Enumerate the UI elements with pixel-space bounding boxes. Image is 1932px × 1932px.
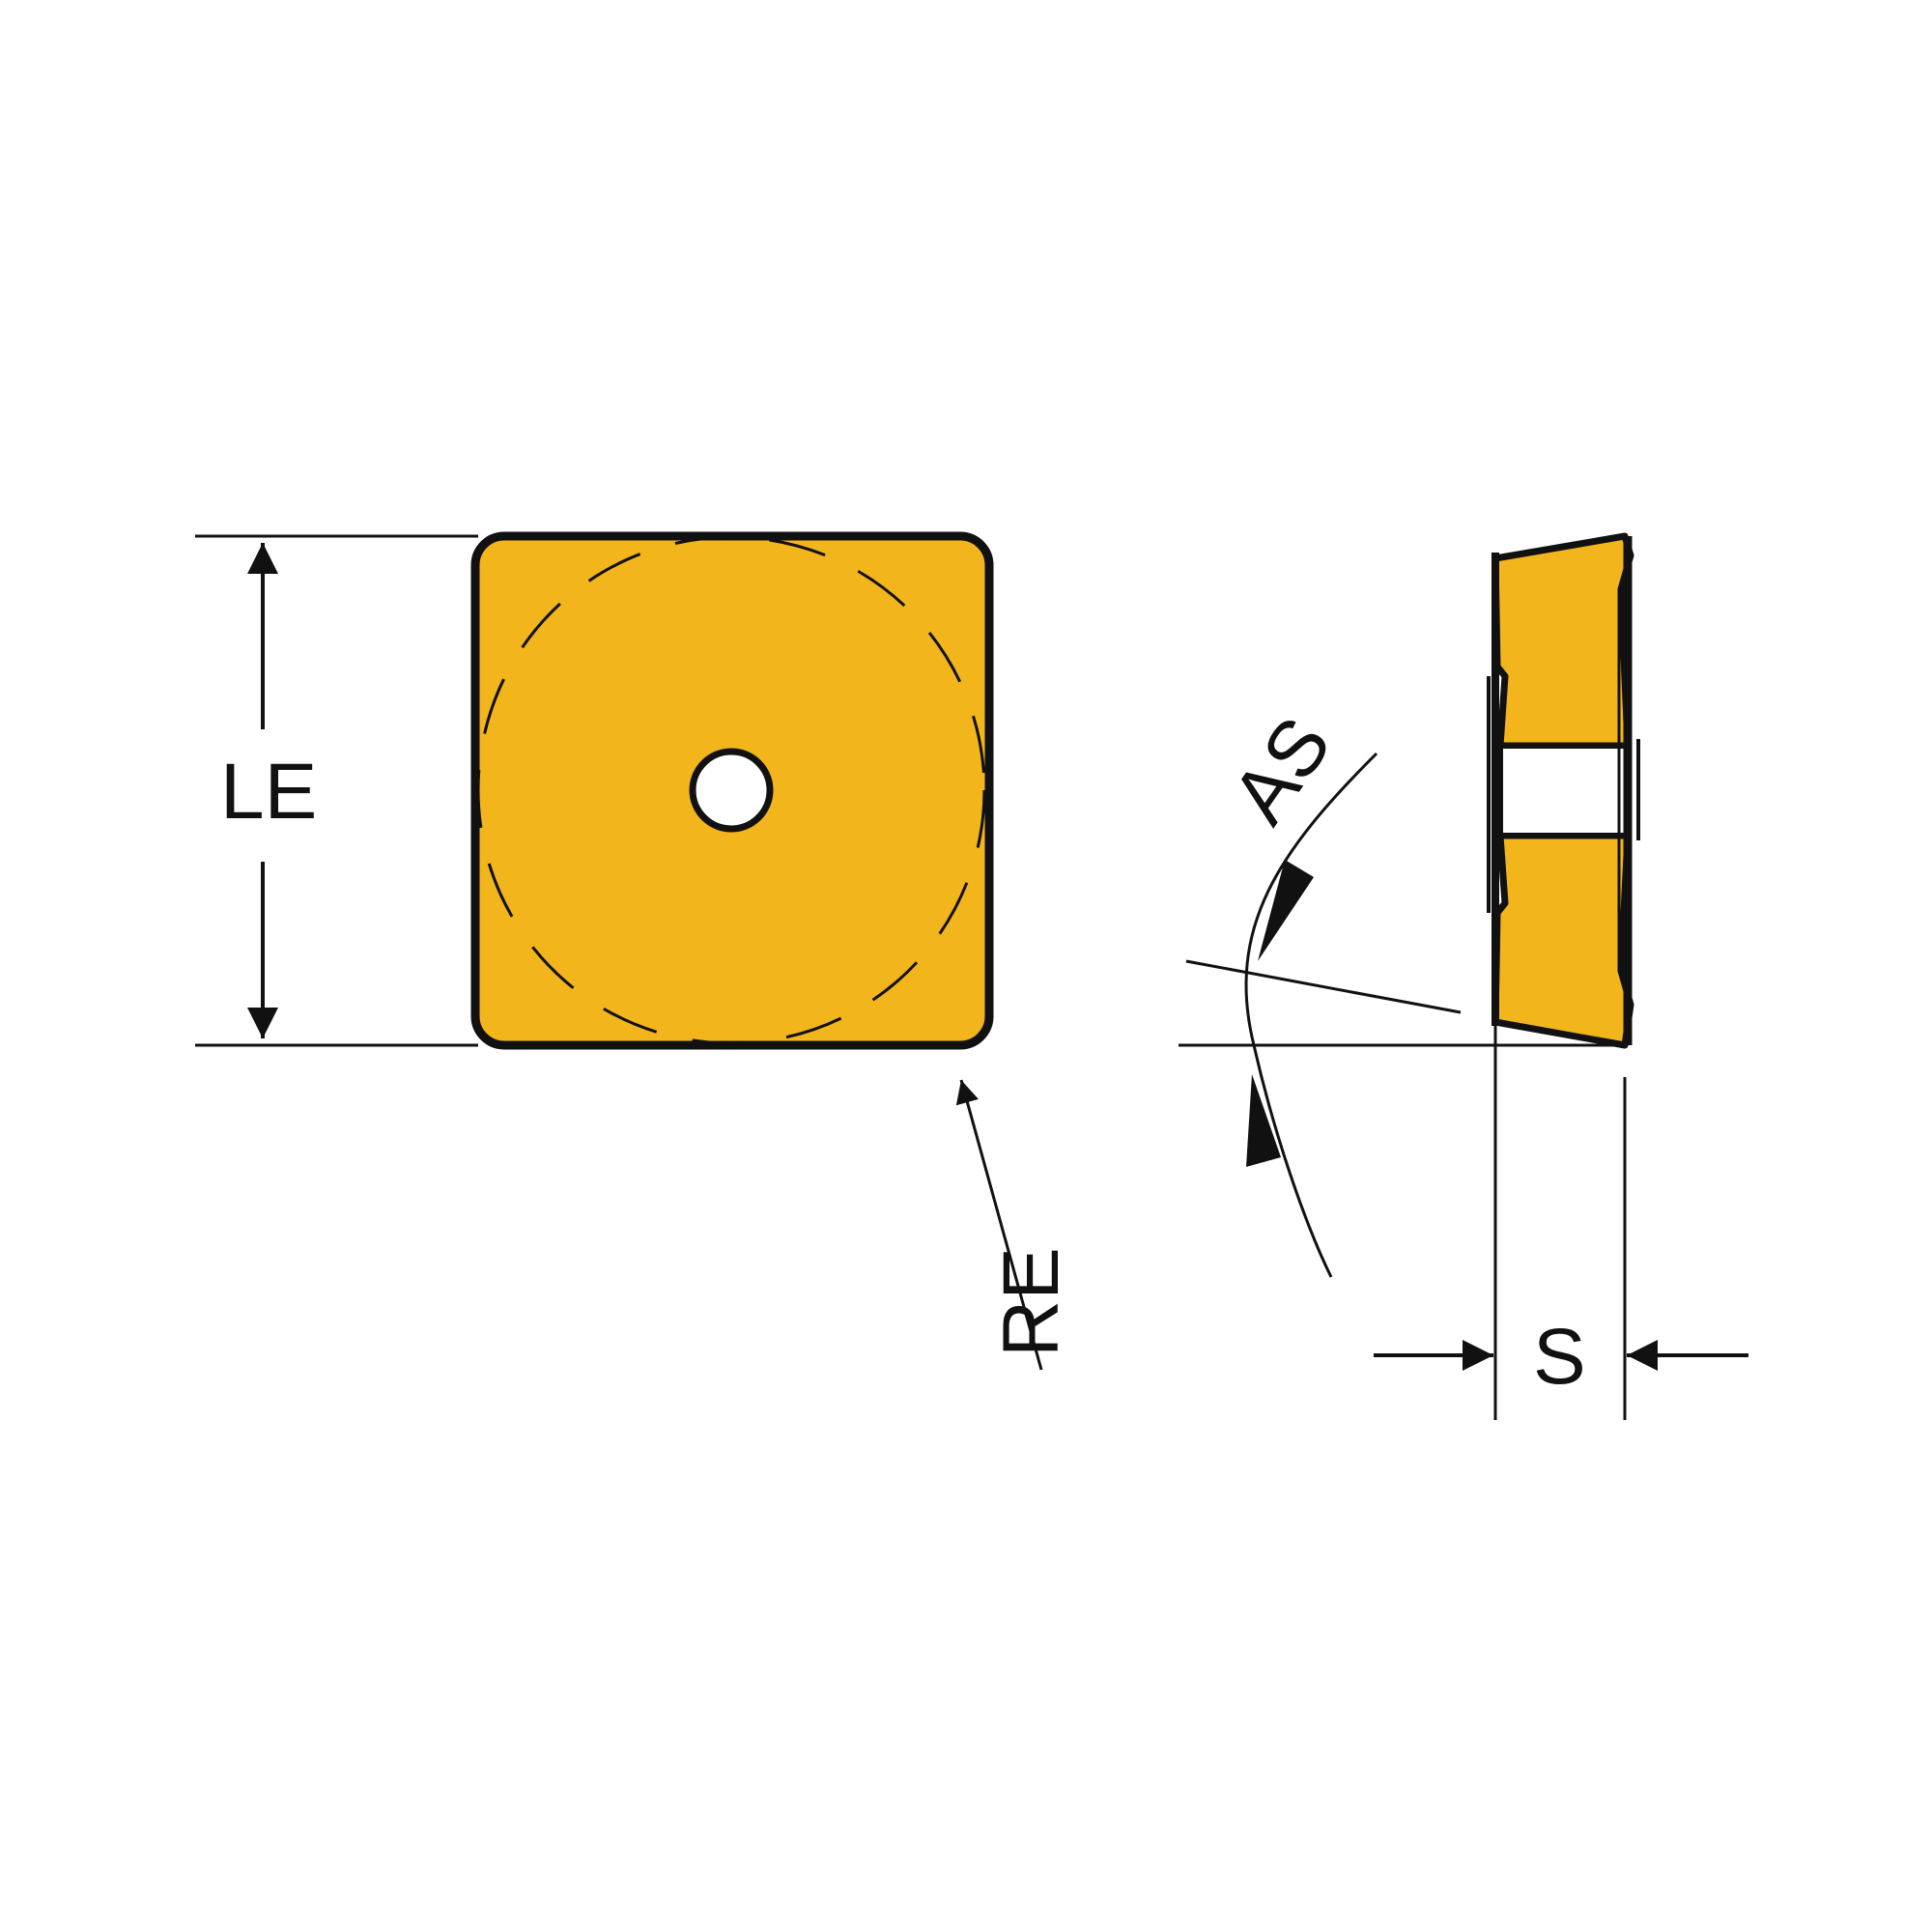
as-angle-arc: [1244, 752, 1378, 1278]
s-label: S: [1533, 1313, 1586, 1401]
side-hole-section: [1497, 743, 1631, 838]
inscribed-circle-dashed: [476, 535, 986, 1045]
as-arrowhead-upper: [1258, 860, 1314, 961]
side-profile-upper: [1492, 532, 1634, 750]
re-leader-arrow: [955, 1079, 1043, 1371]
as-arrowhead-lower: [1246, 1074, 1281, 1167]
re-dimension: RE: [955, 1079, 1075, 1371]
side-profile-lower: [1492, 832, 1634, 1049]
insert-front-view: [195, 531, 994, 1050]
insert-side-view: [1487, 532, 1640, 1049]
re-label: RE: [987, 1247, 1075, 1357]
as-label: AS: [1215, 702, 1348, 839]
s-dimension: S: [1374, 1026, 1748, 1420]
le-dimension: LE: [220, 543, 317, 1038]
center-hole: [689, 748, 774, 833]
le-label: LE: [220, 748, 317, 836]
as-reference-line-flank: [1185, 959, 1462, 1014]
